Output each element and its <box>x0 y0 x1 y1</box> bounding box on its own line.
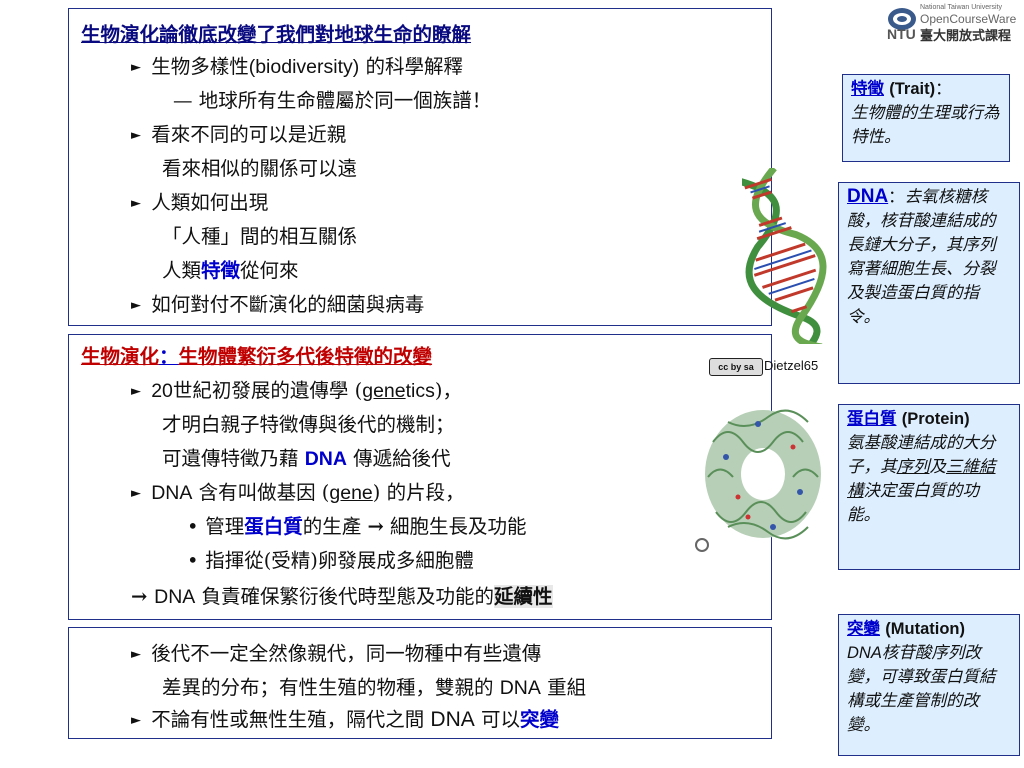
dna-helix-image <box>742 168 827 344</box>
bullet-biodiversity: ► 生物多樣性(biodiversity) 的科學解釋 <box>131 55 463 78</box>
note-dna: DNA：去氧核糖核酸，核苷酸連結成的長鏈大分子，其序列寫著細胞生長、分裂及製造蛋… <box>838 182 1020 384</box>
triangle-bullet-icon: ► <box>131 196 141 211</box>
license-credit: Dietzel65 <box>764 358 819 373</box>
ocw-logo: NTU National Taiwan University OpenCours… <box>882 4 1020 44</box>
cc-license-icon: cc by sa <box>709 358 763 376</box>
bullet-variation: ► 後代不一定全然像親代，同一物種中有些遺傳 <box>131 642 542 665</box>
logo-brand: OpenCourseWare <box>920 12 1017 26</box>
line-family-tree: — 地球所有生命體屬於同一個族譜！ <box>173 89 492 112</box>
protein-structure-image <box>705 409 821 540</box>
bullet-human-origin: ► 人類如何出現 <box>131 191 269 214</box>
triangle-bullet-icon: ► <box>131 647 141 662</box>
mutation-term[interactable]: 突變 <box>847 619 880 638</box>
bullet-genetics: ► 20世紀初發展的遺傳學 (genetics)， <box>131 379 462 402</box>
logo-top-text: National Taiwan University <box>920 4 1002 11</box>
bullet-close-relatives: ► 看來不同的可以是近親 <box>131 123 347 146</box>
line-recombination: 差異的分布；有性生殖的物種，雙親的 DNA 重組 <box>162 676 587 699</box>
dot-bullet-icon: • <box>187 549 199 572</box>
evolution-box: 生物演化：生物體繁衍多代後特徵的改變 ► 20世紀初發展的遺傳學 (geneti… <box>68 334 772 620</box>
triangle-bullet-icon: ► <box>131 298 141 313</box>
dna-term[interactable]: DNA <box>847 186 889 207</box>
triangle-bullet-icon: ► <box>131 713 141 728</box>
protein-term[interactable]: 蛋白質 <box>847 409 897 428</box>
triangle-bullet-icon: ► <box>131 60 141 75</box>
intro-title-text: 生物演化論徹底改變了我們對地球生命的瞭解 <box>81 23 472 46</box>
trait-term[interactable]: 特徵 <box>851 79 884 98</box>
subbullet-development: • 指揮從(受精)卵發展成多細胞體 <box>187 549 474 572</box>
subbullet-protein: • 管理蛋白質的生產 → 細胞生長及功能 <box>187 515 527 538</box>
protein-body: 氨基酸連結成的大分子，其序列及三維結構決定蛋白質的功能。 <box>847 433 996 524</box>
mutation-body: DNA核苷酸序列改變，可導致蛋白質結構或生產管制的改變。 <box>847 643 996 734</box>
bullet-bacteria-virus: ► 如何對付不斷演化的細菌與病毒 <box>131 293 425 316</box>
trait-body: 生物體的生理或行為特性。 <box>851 103 1000 146</box>
note-trait: 特徵 (Trait)： 生物體的生理或行為特性。 <box>842 74 1010 162</box>
line-human-traits: 人類特徵從何來 <box>162 259 299 282</box>
triangle-bullet-icon: ► <box>131 486 141 501</box>
arrow-right-icon: → <box>367 515 384 538</box>
line-mechanism: 才明白親子特徵傳與後代的機制； <box>162 413 455 436</box>
line-distant-relatives: 看來相似的關係可以遠 <box>162 157 358 180</box>
bullet-mutation: ► 不論有性或無性生殖，隔代之間 DNA 可以突變 <box>131 708 559 731</box>
triangle-bullet-icon: ► <box>131 128 141 143</box>
ntu-text: NTU <box>887 26 916 42</box>
intro-title: 生物演化論徹底改變了我們對地球生命的瞭解 <box>81 23 471 47</box>
variation-box: ► 後代不一定全然像親代，同一物種中有些遺傳 差異的分布；有性生殖的物種，雙親的… <box>68 627 772 739</box>
line-human-races: 「人種」間的相互關係 <box>162 225 358 248</box>
triangle-bullet-icon: ► <box>131 384 141 399</box>
intro-box: 生物演化論徹底改變了我們對地球生命的瞭解 ► 生物多樣性(biodiversit… <box>68 8 772 326</box>
note-mutation: 突變 (Mutation) DNA核苷酸序列改變，可導致蛋白質結構或生產管制的改… <box>838 614 1020 756</box>
evolution-title: 生物演化：生物體繁衍多代後特徵的改變 <box>81 345 433 368</box>
note-protein: 蛋白質 (Protein) 氨基酸連結成的大分子，其序列及三維結構決定蛋白質的功… <box>838 404 1020 570</box>
bullet-dna-gene: ► DNA 含有叫做基因 (gene) 的片段， <box>131 481 465 504</box>
arrow-right-icon: → <box>131 585 155 608</box>
copyright-c-icon <box>695 538 709 552</box>
logo-chinese: 臺大開放式課程 <box>920 29 1012 44</box>
dna-body: 去氧核糖核酸，核苷酸連結成的長鏈大分子，其序列寫著細胞生長、分裂及製造蛋白質的指… <box>847 187 996 326</box>
line-continuity: → DNA 負責確保繁衍後代時型態及功能的延續性 <box>131 585 553 608</box>
ntu-emblem-icon <box>888 8 916 30</box>
line-dna-transmit: 可遺傳特徵乃藉 DNA 傳遞給後代 <box>162 447 451 470</box>
dot-bullet-icon: • <box>187 515 199 538</box>
